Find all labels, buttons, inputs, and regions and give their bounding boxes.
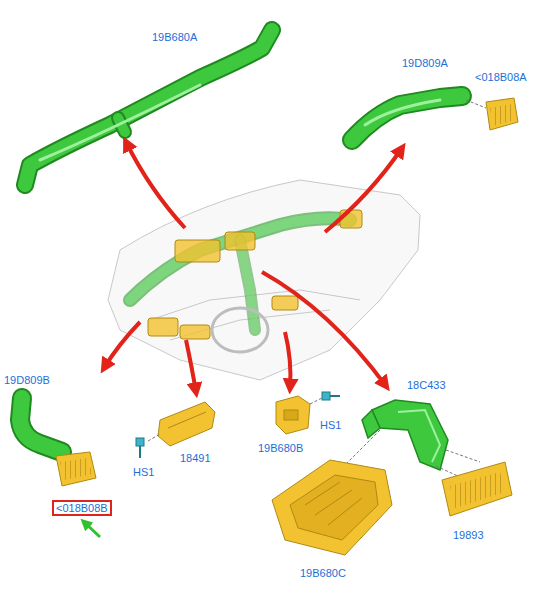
part-18491 <box>158 402 215 446</box>
callout-number: <018B08B <box>56 502 108 514</box>
dashboard-outline <box>108 180 420 380</box>
duct-19D809B <box>20 398 62 452</box>
explode-arrows <box>104 142 402 392</box>
part-number: 19D809A <box>402 57 448 70</box>
part-number: 19893 <box>453 529 484 542</box>
part-number: 19B680C <box>300 567 346 580</box>
part-19B680B <box>276 396 310 434</box>
part-number: 19B680B <box>258 442 303 455</box>
part-number: 18491 <box>180 452 211 465</box>
callout-box: <018B08B <box>52 500 112 516</box>
screw-HS1-right <box>322 392 340 400</box>
vent-018B08A <box>486 98 518 130</box>
part-number: <018B08A <box>475 71 527 84</box>
duct-19B680A <box>25 30 272 185</box>
part-number: HS1 <box>320 419 341 432</box>
vent-19893 <box>442 462 512 516</box>
part-number: 19B680A <box>152 31 197 44</box>
screw-HS1-left <box>136 438 144 458</box>
part-number: HS1 <box>133 466 154 479</box>
steering-wheel <box>212 308 268 352</box>
duct-19D809A <box>352 96 462 140</box>
part-number: 19D809B <box>4 374 50 387</box>
part-number: 18C433 <box>407 379 446 392</box>
pointer-arrow <box>84 522 100 537</box>
vent-018B08B <box>56 452 96 486</box>
part-19B680C <box>272 460 392 555</box>
